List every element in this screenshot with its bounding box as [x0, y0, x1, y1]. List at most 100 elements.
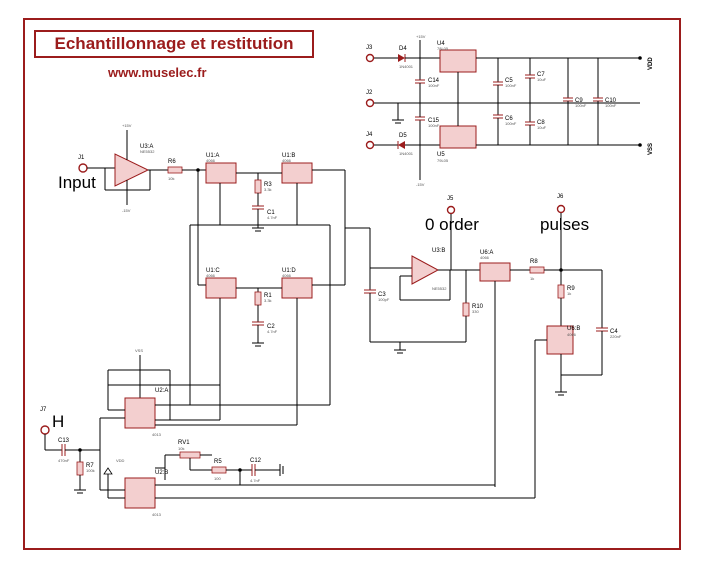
label-c5: C5 [505, 78, 513, 84]
svg-text:4013: 4013 [152, 432, 162, 437]
svg-text:4066: 4066 [206, 158, 216, 163]
resistor-r9 [557, 284, 565, 299]
svg-text:220nF: 220nF [610, 334, 622, 339]
label-j3: J3 [366, 45, 373, 51]
svg-text:3.3k: 3.3k [264, 187, 272, 192]
diode-d5 [398, 141, 405, 149]
h-annotation: H [52, 412, 64, 431]
terminal-j2[interactable] [365, 98, 375, 108]
diode-d4 [398, 54, 405, 62]
power-supply-section: J3 J2 J4 D4 1N4001 D5 1N4001 U4 78L05 U5… [365, 34, 654, 187]
sample-hold-section: U1:A 4066 U1:B 4066 U1:C 4066 U1:D 4066 … [189, 153, 412, 425]
svg-text:100nF: 100nF [428, 83, 440, 88]
pulses-annotation: pulses [540, 215, 589, 234]
svg-text:10k: 10k [168, 176, 174, 181]
label-u2a: U2:A [155, 388, 168, 394]
resistor-r5 [211, 466, 227, 474]
terminal-j3[interactable] [365, 53, 375, 63]
regulator-u4 [439, 49, 477, 73]
svg-text:+15V: +15V [416, 34, 426, 39]
label-r8: R8 [530, 259, 538, 265]
label-c3: C3 [378, 292, 386, 298]
flipflop-u2b [124, 477, 156, 509]
resistor-r8 [529, 266, 545, 274]
label-c9: C9 [575, 98, 583, 104]
label-c6: C6 [505, 116, 513, 122]
svg-text:100nF: 100nF [505, 121, 517, 126]
opamp-u3a [114, 153, 150, 187]
label-c13: C13 [58, 438, 70, 444]
svg-text:4.7nF: 4.7nF [267, 215, 278, 220]
terminal-j6[interactable] [556, 204, 566, 214]
label-r3: R3 [264, 182, 272, 188]
svg-text:100nF: 100nF [428, 123, 440, 128]
svg-text:100pF: 100pF [378, 297, 390, 302]
svg-text:NE5532: NE5532 [140, 149, 155, 154]
label-r7: R7 [86, 463, 94, 469]
label-rv1: RV1 [178, 440, 190, 446]
svg-text:NE5532: NE5532 [432, 286, 447, 291]
svg-text:-15V: -15V [122, 208, 131, 213]
svg-text:100nF: 100nF [505, 83, 517, 88]
label-d5: D5 [399, 133, 407, 139]
label-u1b: U1:B [282, 153, 295, 159]
svg-text:VSS: VSS [135, 348, 143, 353]
label-u6a: U6:A [480, 250, 493, 256]
label-r6: R6 [168, 159, 176, 165]
terminal-j5[interactable] [446, 205, 456, 215]
label-r10: R10 [472, 304, 484, 310]
switch-u1b [281, 162, 313, 184]
label-c4: C4 [610, 329, 618, 335]
label-u1a: U1:A [206, 153, 219, 159]
label-u5: U5 [437, 152, 445, 158]
clock-section: VSS U2:A 4013 U2:B 4013 J7 H C13 470nF [40, 348, 535, 517]
svg-text:470nF: 470nF [58, 458, 70, 463]
label-u2b: U2:B [155, 470, 168, 476]
svg-text:3.3k: 3.3k [264, 298, 272, 303]
label-j5: J5 [447, 196, 454, 202]
switch-u6a [479, 262, 511, 282]
resistor-r6 [167, 166, 183, 174]
svg-text:VDD: VDD [116, 458, 125, 463]
vss-rail-label: VSS [648, 143, 654, 155]
svg-text:100: 100 [214, 476, 221, 481]
opamp-u3b [411, 255, 440, 285]
input-annotation: Input [58, 173, 96, 192]
svg-text:4.7nF: 4.7nF [267, 329, 278, 334]
label-c15: C15 [428, 118, 440, 124]
label-c10: C10 [605, 98, 617, 104]
label-r1: R1 [264, 293, 272, 299]
resistor-r1 [254, 291, 262, 306]
label-u6b: U6:B [567, 326, 580, 332]
label-c8: C8 [537, 120, 545, 126]
label-c7: C7 [537, 72, 545, 78]
label-j7: J7 [40, 407, 47, 413]
resistor-r7 [76, 461, 84, 476]
svg-text:4013: 4013 [152, 512, 162, 517]
terminal-j4[interactable] [365, 140, 375, 150]
switch-u1d [281, 277, 313, 299]
label-c1: C1 [267, 210, 275, 216]
resistor-r10 [462, 302, 470, 317]
potentiometer-rv1[interactable] [179, 451, 201, 459]
page-title: Echantillonnage et restitution [34, 30, 314, 58]
zero-order-annotation: 0 order [425, 215, 479, 234]
vdd-rail-label: VDD [648, 57, 654, 70]
flipflop-u2a [124, 397, 156, 429]
svg-text:1k: 1k [567, 291, 571, 296]
label-c2: C2 [267, 324, 275, 330]
svg-text:100nF: 100nF [575, 103, 587, 108]
label-c14: C14 [428, 78, 440, 84]
svg-text:4066: 4066 [567, 332, 577, 337]
label-d4: D4 [399, 46, 407, 52]
resistor-r3 [254, 179, 262, 194]
label-j6: J6 [557, 194, 564, 200]
terminal-j1[interactable] [78, 163, 88, 173]
schematic-frame [23, 18, 681, 550]
svg-text:4066: 4066 [282, 273, 292, 278]
svg-text:330: 330 [472, 309, 479, 314]
svg-text:100k: 100k [86, 468, 95, 473]
regulator-u5 [439, 125, 477, 149]
terminal-j7[interactable] [40, 425, 50, 435]
label-u1d: U1:D [282, 268, 296, 274]
